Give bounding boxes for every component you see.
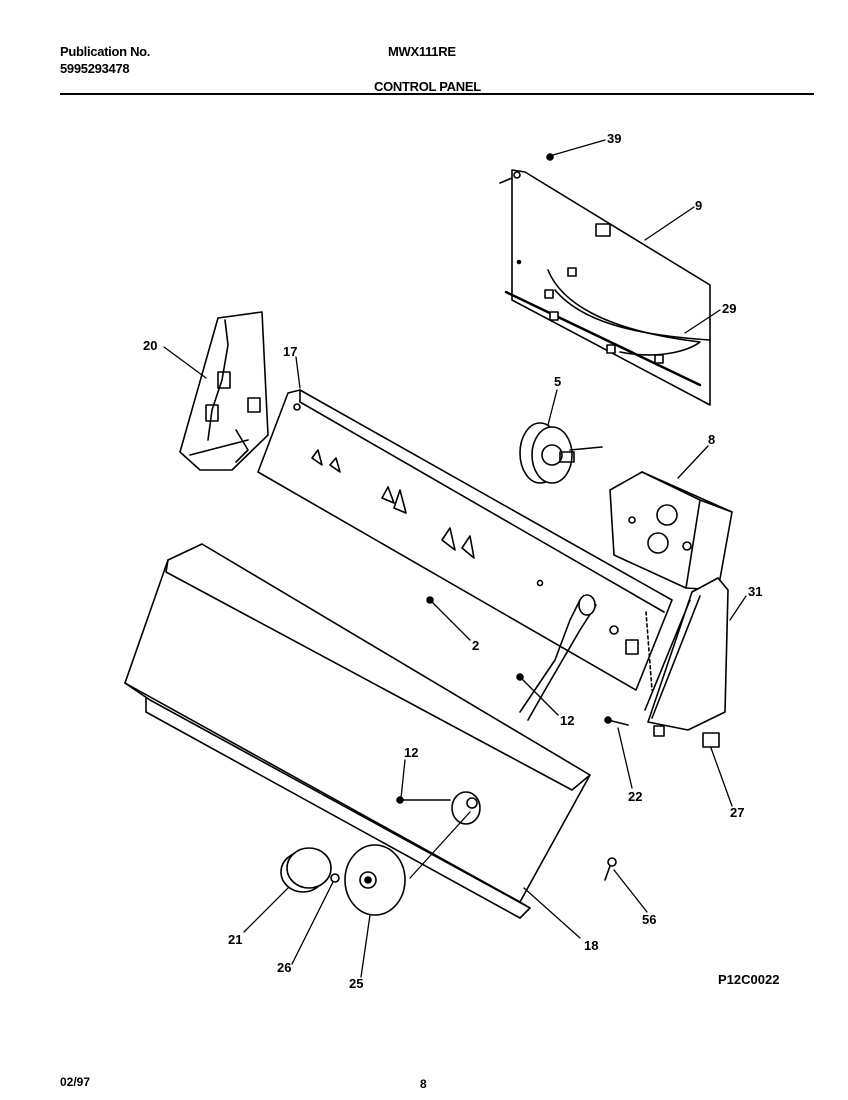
callout-31: 31 — [748, 584, 762, 599]
header-rule — [60, 93, 814, 95]
part-12-screw-upper — [516, 673, 524, 681]
callout-27: 27 — [730, 805, 744, 820]
callout-20: 20 — [143, 338, 157, 353]
callout-39: 39 — [607, 131, 621, 146]
publication-number: 5995293478 — [60, 61, 130, 76]
part-20-end-bracket — [179, 311, 269, 471]
callout-8: 8 — [708, 432, 715, 447]
callout-18: 18 — [584, 938, 598, 953]
part-8-timer — [609, 471, 733, 591]
part-5-switch — [519, 422, 603, 484]
callout-2: 2 — [472, 638, 479, 653]
callout-25: 25 — [349, 976, 363, 991]
part-56-screw — [604, 857, 617, 881]
part-31-end-cap — [644, 577, 729, 737]
callout-12-upper: 12 — [560, 713, 574, 728]
part-21-knob — [280, 847, 332, 893]
leader-lines — [163, 139, 747, 978]
publication-label: Publication No. — [60, 44, 151, 59]
section-title: CONTROL PANEL — [374, 79, 481, 94]
part-17-control-panel — [257, 389, 673, 691]
callout-21: 21 — [228, 932, 242, 947]
callout-labels: 39 9 29 20 17 5 8 31 2 12 12 22 27 56 18… — [143, 131, 779, 991]
page-number: 8 — [420, 1077, 427, 1091]
model-number: MWX111RE — [388, 44, 456, 59]
callout-26: 26 — [277, 960, 291, 975]
footer-date: 02/97 — [60, 1075, 91, 1089]
part-25-dial — [344, 844, 406, 916]
wire-harness — [519, 599, 597, 721]
part-9-rear-bracket — [499, 169, 711, 406]
callout-9: 9 — [695, 198, 702, 213]
callout-5: 5 — [554, 374, 561, 389]
part-27-clip — [702, 732, 720, 748]
callout-17: 17 — [283, 344, 297, 359]
callout-12-lower: 12 — [404, 745, 418, 760]
callout-56: 56 — [642, 912, 656, 927]
part-39-screw — [546, 153, 554, 161]
callout-22: 22 — [628, 789, 642, 804]
part-2-screw — [426, 596, 434, 604]
figure-code: P12C0022 — [718, 972, 779, 987]
part-18-console — [124, 543, 591, 919]
part-26-spring — [330, 873, 340, 883]
callout-29: 29 — [722, 301, 736, 316]
